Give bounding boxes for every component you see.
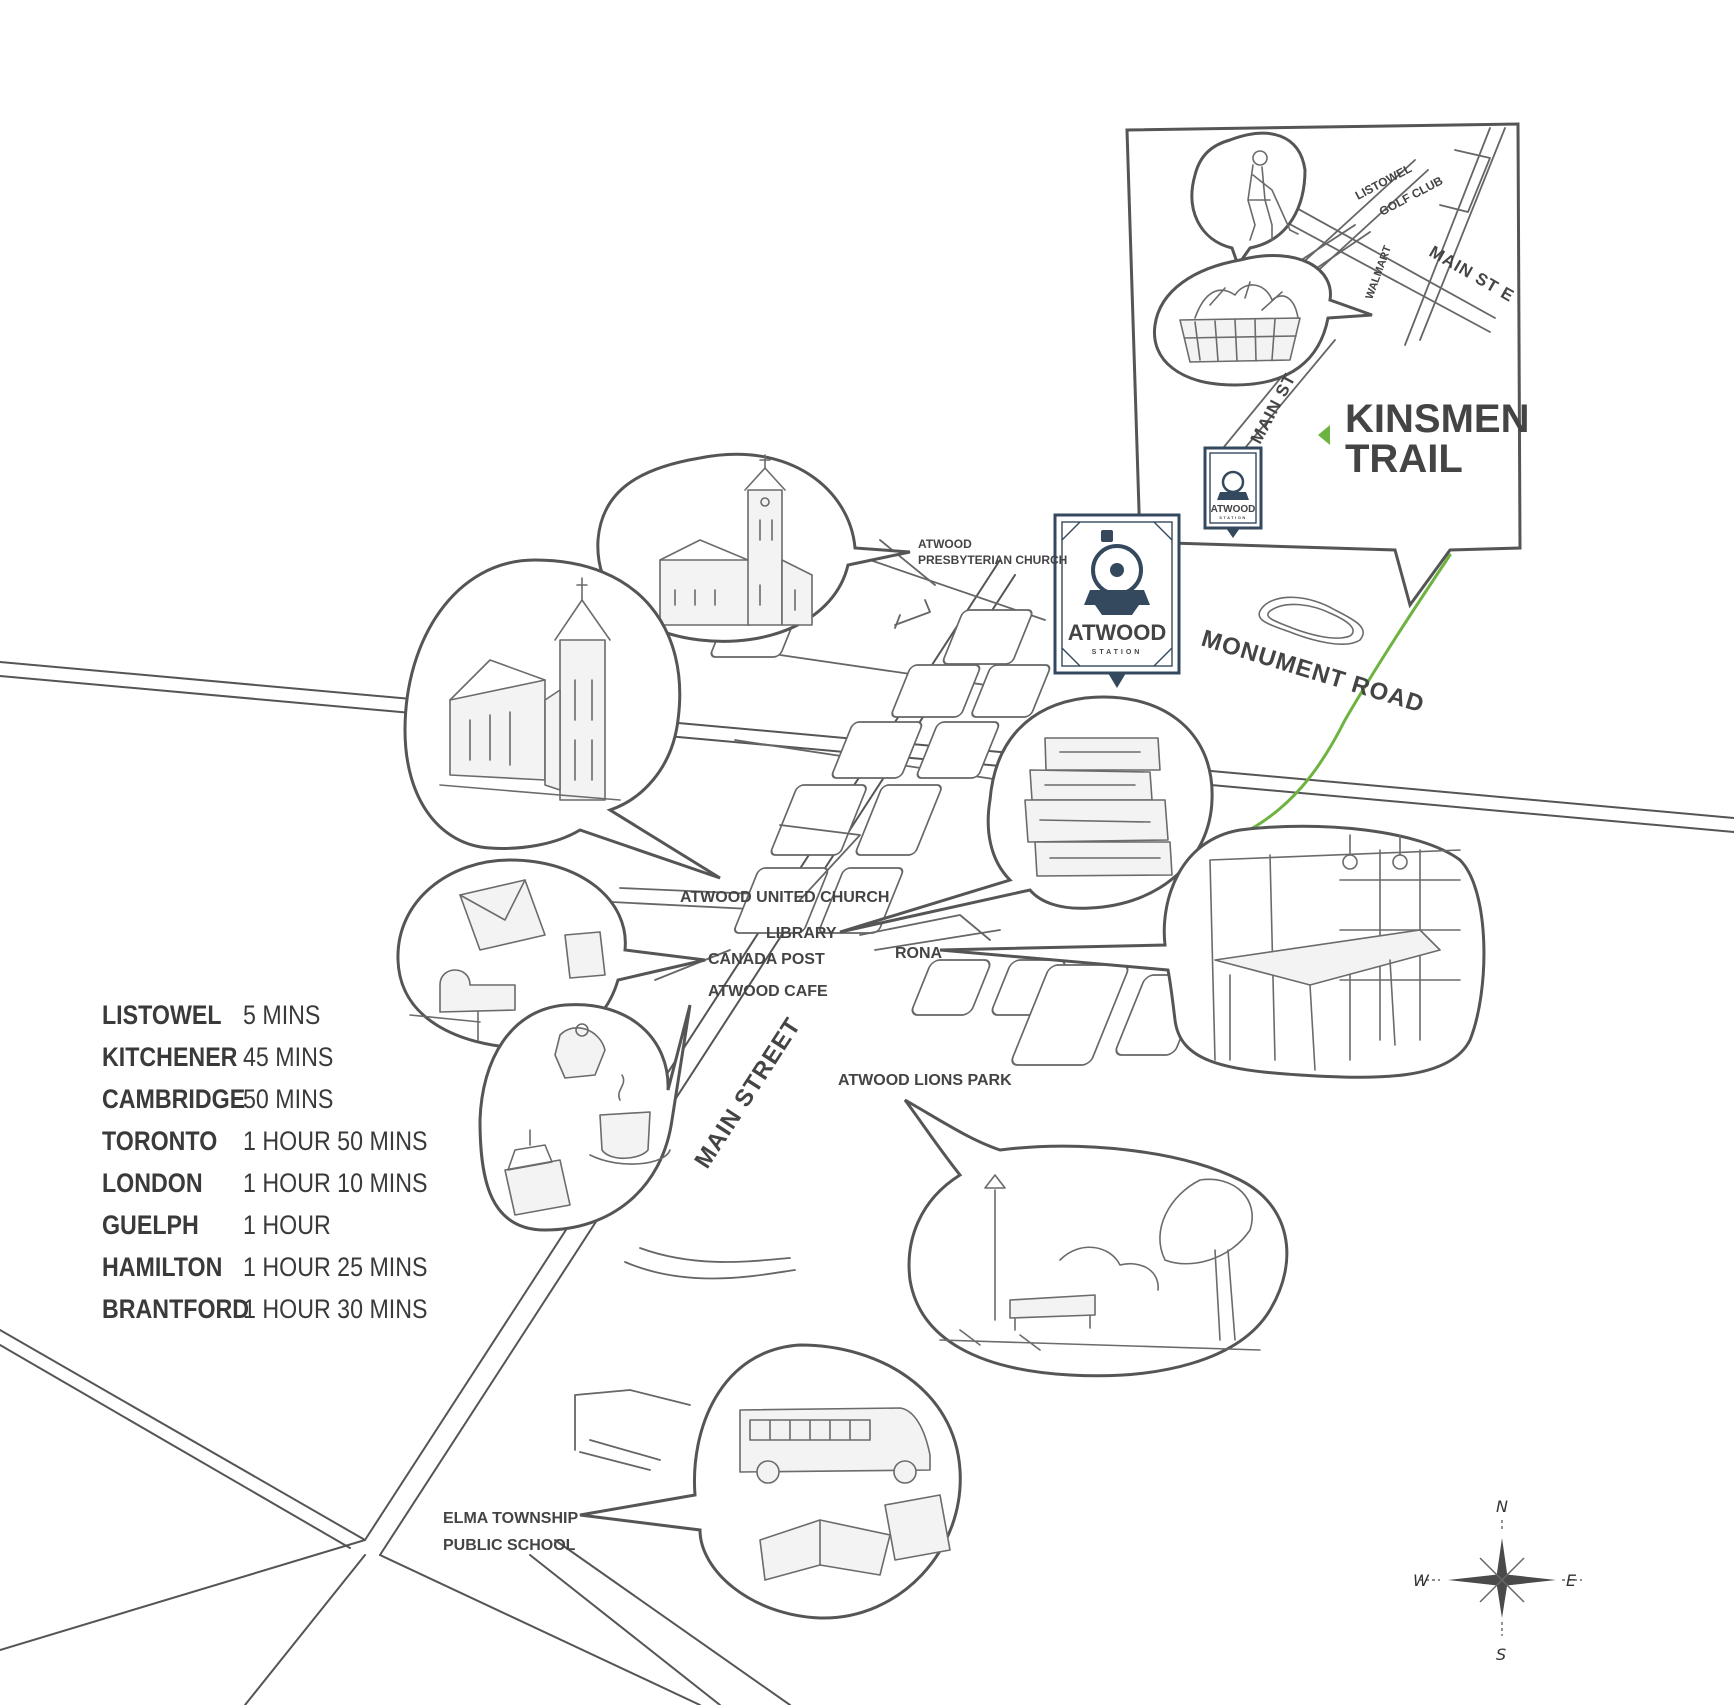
- travel-city: CAMBRIDGE: [102, 1084, 246, 1114]
- station-name: ATWOOD: [1068, 620, 1167, 645]
- atwood-cafe-label: ATWOOD CAFE: [708, 983, 828, 1000]
- compass-e: E: [1566, 1571, 1577, 1590]
- kinsmen-label-1: KINSMEN: [1345, 397, 1529, 441]
- travel-city: LONDON: [102, 1168, 203, 1198]
- mini-station-sub: STATION: [1219, 515, 1246, 520]
- library-label: LIBRARY: [766, 925, 837, 942]
- train-icon: [1084, 530, 1150, 615]
- trail-pointer-icon: [1318, 425, 1330, 445]
- travel-duration: 50 MINS: [243, 1084, 334, 1114]
- travel-city: BRANTFORD: [102, 1294, 250, 1324]
- lions-park-label: ATWOOD LIONS PARK: [838, 1072, 1012, 1089]
- canada-post-label: CANADA POST: [708, 951, 825, 968]
- church-icon: [659, 454, 813, 626]
- main-street-label: MAIN STREET: [689, 1013, 806, 1173]
- travel-city: KITCHENER: [102, 1042, 238, 1072]
- travel-city: LISTOWEL: [102, 1000, 222, 1030]
- mini-station-name: ATWOOD: [1211, 504, 1256, 515]
- compass-n: N: [1496, 1497, 1508, 1516]
- park-icon: [939, 1174, 1261, 1351]
- travel-duration: 1 HOUR 30 MINS: [243, 1294, 428, 1324]
- golfer-icon: [1247, 150, 1299, 241]
- lions-park-bubble: [903, 1098, 1289, 1378]
- travel-duration: 45 MINS: [243, 1042, 334, 1072]
- school-bus-icon: [739, 1407, 951, 1581]
- coffee-icon: [504, 1023, 671, 1216]
- gothic-church-icon: [439, 577, 621, 801]
- travel-duration: 1 HOUR 50 MINS: [243, 1126, 428, 1156]
- compass-s: S: [1496, 1645, 1506, 1664]
- books-icon: [1024, 737, 1173, 877]
- mailbox-icon: [409, 879, 606, 1041]
- inset-map: [1125, 122, 1522, 609]
- kitchen-icon: [1209, 834, 1461, 1071]
- travel-city: TORONTO: [102, 1126, 218, 1156]
- travel-duration: 5 MINS: [243, 1000, 321, 1030]
- elma-label-2: PUBLIC SCHOOL: [443, 1537, 576, 1554]
- station-sub: STATION: [1092, 649, 1143, 656]
- travel-duration: 1 HOUR 10 MINS: [243, 1168, 428, 1198]
- presbyterian-label-1: ATWOOD: [918, 537, 972, 551]
- travel-city: HAMILTON: [102, 1252, 223, 1282]
- atwood-station-pin[interactable]: ATWOOD STATION: [1053, 513, 1181, 688]
- grocery-basket-icon: [1179, 281, 1301, 363]
- mini-station-pin[interactable]: ATWOOD STATION: [1203, 446, 1263, 538]
- travel-duration: 1 HOUR 25 MINS: [243, 1252, 428, 1282]
- kinsmen-label-2: TRAIL: [1345, 437, 1463, 481]
- rona-label: RONA: [895, 945, 943, 962]
- presbyterian-label-2: PRESBYTERIAN CHURCH: [918, 553, 1067, 567]
- compass-rose-icon: N S E W: [1413, 1497, 1582, 1664]
- pond: [1258, 596, 1364, 645]
- travel-duration: 1 HOUR: [243, 1210, 331, 1240]
- compass-w: W: [1413, 1571, 1430, 1590]
- united-church-label: ATWOOD UNITED CHURCH: [680, 889, 889, 906]
- elma-label-1: ELMA TOWNSHIP: [443, 1510, 578, 1527]
- travel-city: GUELPH: [102, 1210, 199, 1240]
